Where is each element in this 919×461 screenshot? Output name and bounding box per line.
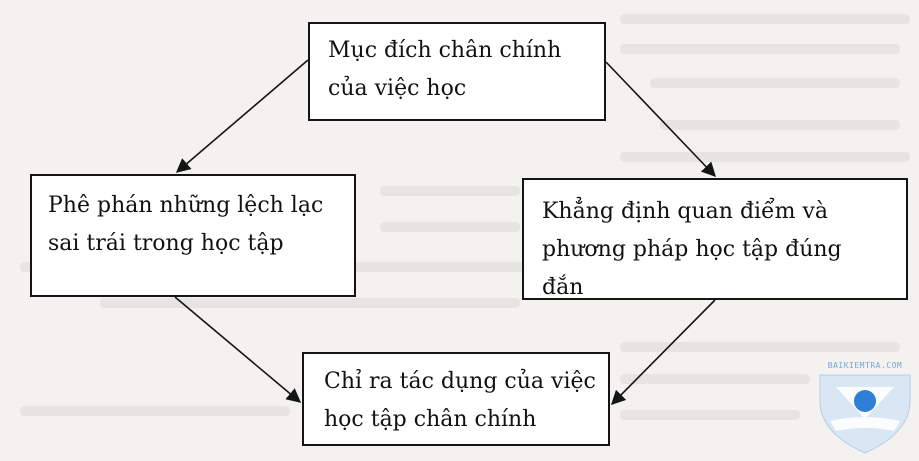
watermark-logo: BAIKIEMTRA.COM	[814, 361, 916, 457]
shield-icon	[819, 374, 911, 454]
box-text-line: Mục đích chân chính	[328, 38, 562, 63]
box-effect: Chỉ ra tác dụng của việc học tập chân ch…	[302, 352, 610, 446]
arrow-right-to-bottom	[610, 299, 716, 406]
box-text-line: Phê phán những lệch lạc	[48, 193, 324, 218]
box-criticize: Phê phán những lệch lạc sai trái trong h…	[30, 174, 356, 297]
arrow-top-to-right	[605, 61, 716, 178]
box-text-line: học tập chân chính	[324, 407, 537, 432]
box-text-line: Khẳng định quan điểm và	[542, 199, 828, 224]
watermark-text: BAIKIEMTRA.COM	[827, 361, 903, 370]
box-text-line: Chỉ ra tác dụng của việc	[324, 369, 596, 394]
box-affirm: Khẳng định quan điểm và phương pháp học …	[522, 178, 908, 300]
box-text-line: của việc học	[328, 76, 467, 101]
box-text-line: đắn	[542, 275, 584, 300]
arrow-left-to-bottom	[174, 296, 302, 403]
box-main-purpose: Mục đích chân chính của việc học	[308, 22, 606, 121]
box-text-line: sai trái trong học tập	[48, 231, 284, 256]
box-text-line: phương pháp học tập đúng	[542, 237, 842, 262]
arrow-top-to-left	[175, 59, 309, 173]
